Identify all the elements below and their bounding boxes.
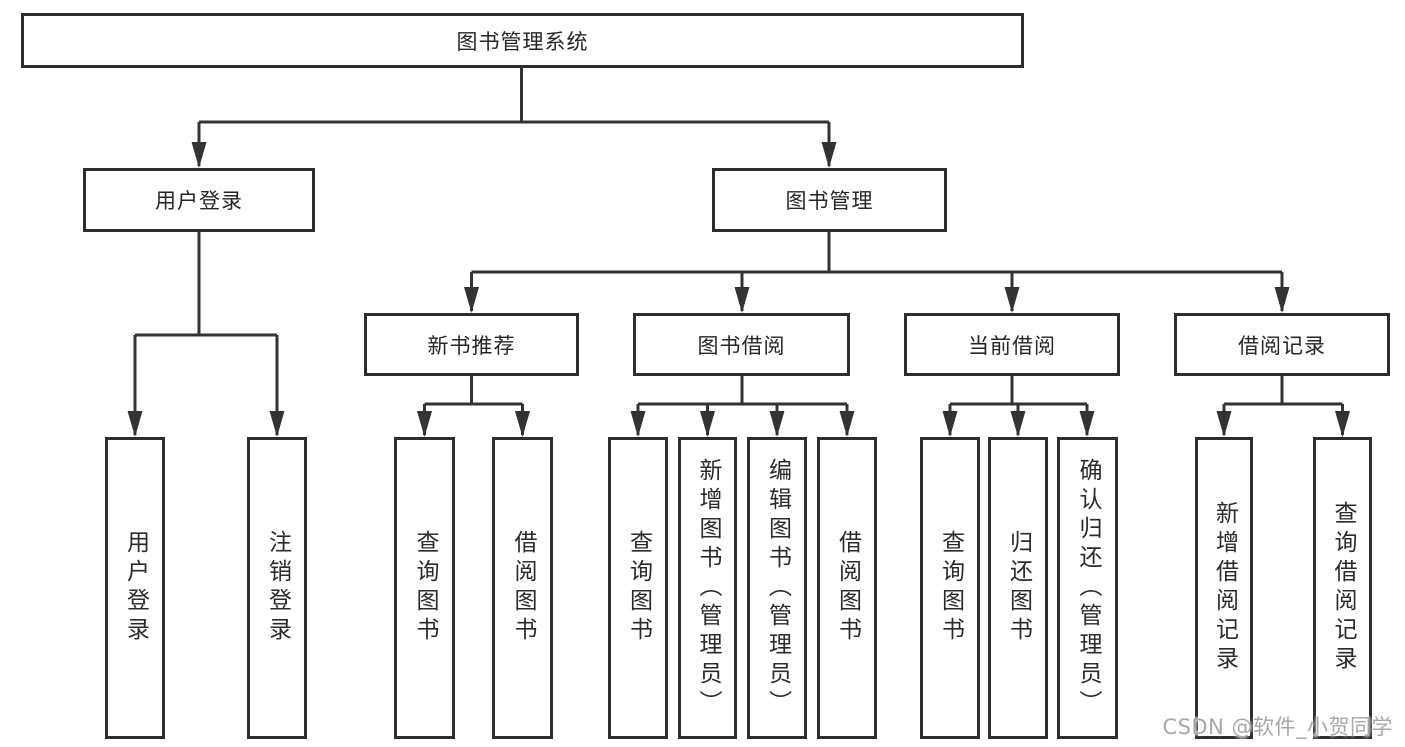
leaf-records-add-record: 新增借阅记录 <box>1195 437 1253 739</box>
leaf-logout: 注销登录 <box>247 437 307 739</box>
leaf-user-login-label: 用户登录 <box>122 530 149 646</box>
node-borrow-records: 借阅记录 <box>1174 313 1390 376</box>
leaf-newbook-borrow-book-label: 借阅图书 <box>510 530 536 646</box>
node-borrow-records-label: 借阅记录 <box>1238 333 1326 358</box>
node-current-borrow-label: 当前借阅 <box>968 333 1056 358</box>
leaf-borrow-edit-book-admin: 编辑图书（管理员） <box>747 437 807 739</box>
connector-userlogin-to-leaves <box>127 232 285 437</box>
leaf-user-login: 用户登录 <box>105 437 165 739</box>
leaf-current-return-book-label: 归还图书 <box>1005 530 1032 646</box>
leaf-newbook-query-book: 查询图书 <box>394 437 455 739</box>
node-book-management: 图书管理 <box>712 168 947 232</box>
node-book-borrow: 图书借阅 <box>633 313 850 376</box>
leaf-borrow-query-book-label: 查询图书 <box>625 530 652 646</box>
leaf-current-query-book-label: 查询图书 <box>937 530 964 646</box>
node-system-root: 图书管理系统 <box>21 13 1024 68</box>
connector-bookmgmt-to-level3 <box>464 232 1290 313</box>
leaf-borrow-add-book-admin-label: 新增图书（管理员） <box>695 457 721 719</box>
node-new-book-recommend-label: 新书推荐 <box>427 333 516 358</box>
connector-current-to-leaves <box>942 376 1095 437</box>
leaf-records-add-record-label: 新增借阅记录 <box>1211 501 1238 675</box>
leaf-newbook-query-book-label: 查询图书 <box>412 530 438 646</box>
node-user-login-label: 用户登录 <box>155 189 243 213</box>
connector-records-to-leaves <box>1216 376 1350 437</box>
node-current-borrow: 当前借阅 <box>904 313 1120 376</box>
leaf-newbook-borrow-book: 借阅图书 <box>492 437 553 739</box>
node-book-management-label: 图书管理 <box>785 189 874 213</box>
leaf-borrow-edit-book-admin-label: 编辑图书（管理员） <box>764 457 791 719</box>
leaf-borrow-query-book: 查询图书 <box>608 437 668 739</box>
leaf-current-confirm-return-admin: 确认归还（管理员） <box>1057 437 1118 739</box>
watermark-text: CSDN @软件_小贺同学 <box>1162 715 1393 739</box>
leaf-current-confirm-return-admin-label: 确认归还（管理员） <box>1075 457 1101 719</box>
node-user-login: 用户登录 <box>83 168 315 232</box>
leaf-borrow-borrow-book: 借阅图书 <box>817 437 877 739</box>
leaf-logout-label: 注销登录 <box>264 530 291 646</box>
leaf-borrow-borrow-book-label: 借阅图书 <box>834 530 861 646</box>
node-book-borrow-label: 图书借阅 <box>697 333 786 358</box>
leaf-records-query-record-label: 查询借阅记录 <box>1330 501 1356 675</box>
leaf-current-query-book: 查询图书 <box>920 437 980 739</box>
connector-root-to-level2 <box>191 68 837 168</box>
node-system-root-label: 图书管理系统 <box>456 29 589 54</box>
leaf-current-return-book: 归还图书 <box>988 437 1048 739</box>
leaf-borrow-add-book-admin: 新增图书（管理员） <box>678 437 737 739</box>
connector-borrow-to-leaves <box>630 376 855 437</box>
connector-newbook-to-leaves <box>417 376 530 437</box>
node-new-book-recommend: 新书推荐 <box>364 313 579 376</box>
leaf-records-query-record: 查询借阅记录 <box>1313 437 1372 739</box>
